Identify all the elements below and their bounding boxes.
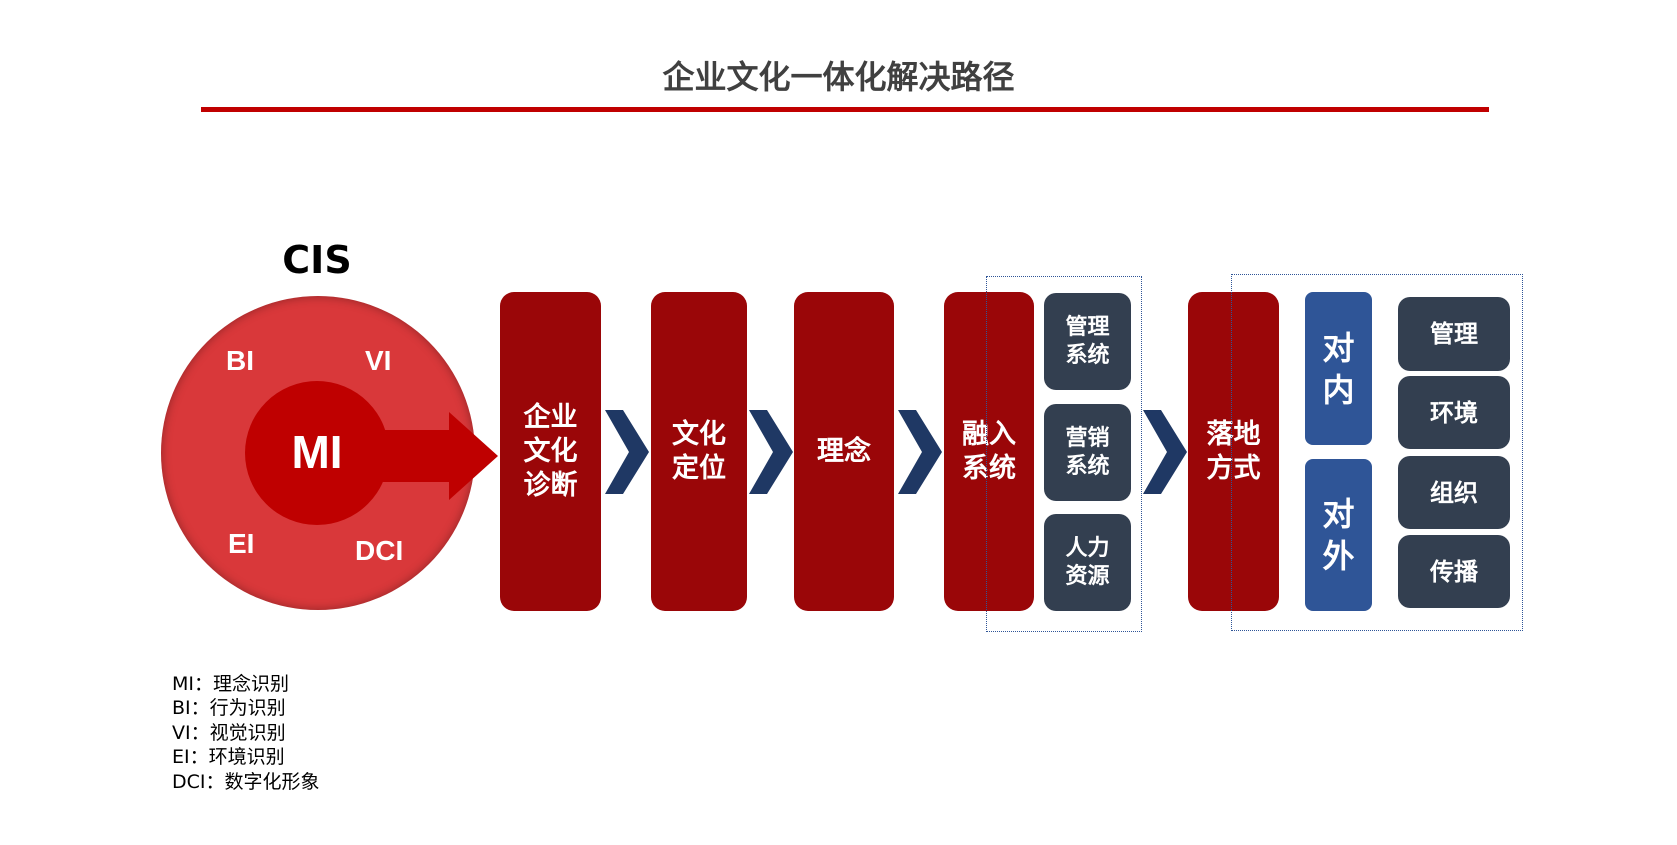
mi-arrow-icon [380,412,498,500]
method-organization: 组织 [1398,456,1510,529]
chevron-right-icon [605,410,649,494]
methods-group-frame [1231,274,1523,631]
page-title: 企业文化一体化解决路径 [662,58,1015,96]
legend-item: MI：理念识别 [172,673,289,695]
legend-item: VI：视觉识别 [172,721,286,744]
direction-external: 对 外 [1305,459,1372,611]
mi-label: MI [291,426,343,478]
chevron-right-icon [1143,410,1187,494]
step-integrate-system: 融入 系统 [944,292,1034,611]
step-philosophy: 理念 [794,292,894,611]
chevron-right-icon [749,410,793,494]
system-marketing: 营销 系统 [1044,404,1131,501]
cis-label: CIS [282,238,352,282]
method-environment: 环境 [1398,376,1510,449]
legend-item: DCI：数字化形象 [172,770,320,793]
system-management: 管理 系统 [1044,293,1131,390]
legend-item: BI：行为识别 [172,697,286,720]
chevron-right-icon [898,410,942,494]
legend-item: EI：环境识别 [172,746,285,769]
bi-label: BI [226,345,254,376]
step-landing-method: 落地 方式 [1188,292,1279,611]
mi-inner-circle [245,381,389,525]
ei-label: EI [228,528,255,559]
method-management: 管理 [1398,297,1510,371]
step-culture-diagnosis: 企业 文化 诊断 [500,292,601,611]
title-divider [201,107,1489,112]
system-hr: 人力 资源 [1044,514,1131,611]
dci-label: DCI [355,535,404,566]
systems-group-frame [986,276,1142,632]
method-communication: 传播 [1398,535,1510,608]
step-culture-positioning: 文化 定位 [651,292,747,611]
vi-label: VI [365,345,392,376]
direction-internal: 对 内 [1305,292,1372,445]
legend: MI：理念识别 BI：行为识别 VI：视觉识别 EI：环境识别 DCI：数字化形… [172,672,320,794]
